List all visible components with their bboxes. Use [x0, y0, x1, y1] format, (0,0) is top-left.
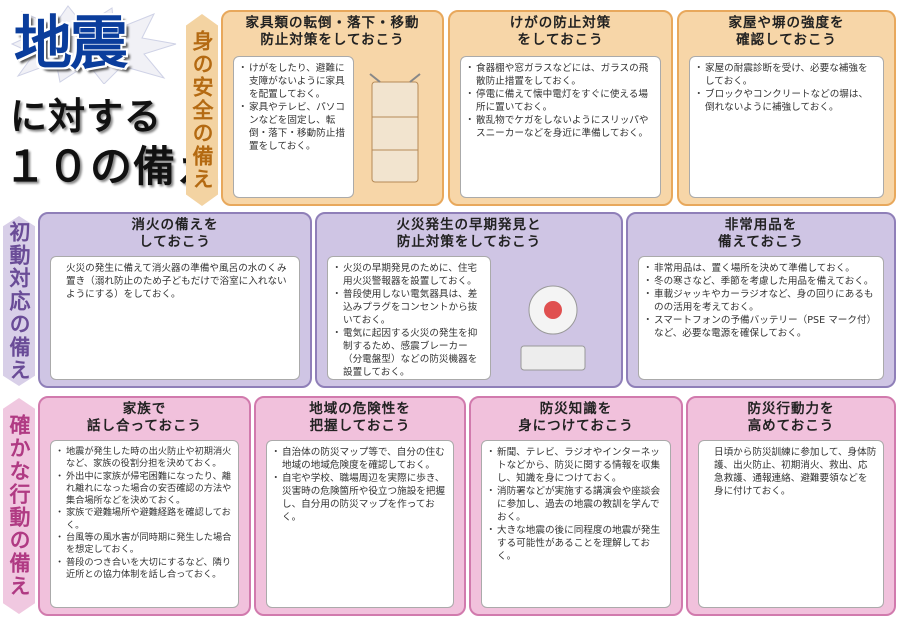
panel-family-discussion: 家族で 話し合っておこう 地震が発生した時の出火防止や初期消火など、家族の役割分… [38, 396, 251, 616]
section-label-initial-response: 初動対応の備え [3, 216, 35, 386]
list-item: 火災の早期発見のために、住宅用火災警報器を設置しておく。 [332, 262, 484, 288]
list-item: 普段のつき合いを大切にするなど、隣り近所との協力体制を話し合っておく。 [55, 557, 232, 582]
panel-furniture-fall-prevention: 家具類の転倒・落下・移動 防止対策をしておこう けがをしたり、避難に支障がないよ… [221, 10, 444, 206]
heading-line-1: 非常用品を [724, 217, 798, 233]
heading-line-1: 防災行動力を [747, 401, 835, 417]
list-item: 外出中に家族が帰宅困難になったり、離れ離れになった場合の安否確認の方法や集合場所… [55, 471, 232, 508]
list-item: 消防署などが実施する講演会や座談会に参加し、過去の地震の教訓を学んでおく。 [486, 485, 664, 524]
list-item: スマートフォンの予備バッテリー（PSE マーク付）など、必要な電源を確保しておく… [643, 314, 877, 340]
title-line-2: に対する [10, 95, 162, 138]
panel-heading: 火災発生の早期発見と 防止対策をしておこう [322, 214, 616, 251]
panel-injury-prevention: けがの防止対策 をしておこう 食器棚や窓ガラスなどには、ガラスの飛散防止措置をし… [448, 10, 673, 206]
list-item: 停電に備えて懐中電灯をすぐに使える場所に置いておく。 [465, 88, 654, 114]
panel-disaster-knowledge: 防災知識を 身につけておこう 新聞、テレビ、ラジオやインターネットなどから、防災… [469, 396, 683, 616]
list-item: 自宅や学校、職場周辺を実際に歩き、災害時の危険箇所や役立つ施設を把握し、自分用の… [271, 472, 447, 524]
panel-heading: 家屋や塀の強度を 確認しておこう [684, 12, 889, 49]
heading-line-1: 家具類の転倒・落下・移動 [245, 15, 420, 31]
heading-line-2: 備えておこう [718, 234, 804, 250]
heading-line-2: をしておこう [517, 32, 604, 48]
list-item: 大きな地震の後に同程度の地震が発生する可能性があることを理解しておく。 [486, 524, 664, 563]
panel-heading: 防災知識を 身につけておこう [476, 398, 676, 435]
panel-body: 地震が発生した時の出火防止や初期消火など、家族の役割分担を決めておく。 外出中に… [50, 440, 239, 608]
panel-disaster-action-skills: 防災行動力を 高めておこう 日頃から防災訓練に参加して、身体防護、出火防止、初期… [686, 396, 896, 616]
list-item: 自治体の防災マップ等で、自分の住む地域の地域危険度を確認しておく。 [271, 446, 447, 472]
heading-line-2: 話し合っておこう [87, 418, 202, 434]
list-item: 新聞、テレビ、ラジオやインターネットなどから、防災に関する情報を収集し、知識を身… [486, 446, 664, 485]
list-item: 台風等の風水害が同時期に発生した場合を想定しておく。 [55, 532, 232, 557]
heading-line-2: しておこう [139, 234, 211, 250]
heading-line-1: 防災知識を [539, 401, 613, 417]
heading-line-2: 身につけておこう [518, 418, 634, 434]
panel-body: 食器棚や窓ガラスなどには、ガラスの飛散防止措置をしておく。 停電に備えて懐中電灯… [460, 56, 661, 198]
title-line-1: 地震 [14, 9, 128, 77]
heading-line-1: 地域の危険性を [309, 401, 411, 417]
list-item: 電気に起因する火災の発生を抑制するため、感震ブレーカー（分電盤型）などの防災機器… [332, 327, 484, 379]
list-item: 普段使用しない電気器具は、差込みプラグをコンセントから抜いておく。 [332, 288, 484, 327]
heading-line-2: 防止対策をしておこう [396, 234, 542, 250]
list-item: けがをしたり、避難に支障がないように家具を配置しておく。 [238, 62, 347, 101]
list-item: 家屋の耐震診断を受け、必要な補強をしておく。 [694, 62, 877, 88]
list-item: 散乱物でケガをしないようにスリッパやスニーカーなどを身近に準備しておく。 [465, 114, 654, 140]
list-item: 家具やテレビ、パソコンなどを固定し、転倒・落下・移動防止措置をしておく。 [238, 101, 347, 153]
panel-local-risk: 地域の危険性を 把握しておこう 自治体の防災マップ等で、自分の住む地域の地域危険… [254, 396, 466, 616]
heading-line-1: 火災発生の早期発見と [396, 217, 542, 233]
list-item: 火災の発生に備えて消火器の準備や風呂の水のくみ置き（溺れ防止のため子どもだけで浴… [66, 263, 287, 300]
panel-body: 自治体の防災マップ等で、自分の住む地域の地域危険度を確認しておく。 自宅や学校、… [266, 440, 454, 608]
panel-heading: 非常用品を 備えておこう [633, 214, 889, 251]
section-label-personal-safety: 身の安全の備え [186, 14, 218, 206]
panel-heading: 防災行動力を 高めておこう [693, 398, 889, 435]
panel-body: 日頃から防災訓練に参加して、身体防護、出火防止、初期消火、救出、応急救護、通報連… [698, 440, 884, 608]
fire-alarm-illustration [520, 285, 586, 371]
panel-fire-extinguishing: 消火の備えを しておこう 火災の発生に備えて消火器の準備や風呂の水のくみ置き（溺… [38, 212, 312, 388]
panel-heading: 地域の危険性を 把握しておこう [261, 398, 459, 435]
starburst-background [10, 5, 177, 84]
panel-emergency-supplies: 非常用品を 備えておこう 非常用品は、置く場所を決めて準備しておく。 冬の寒さな… [626, 212, 896, 388]
heading-line-1: 消火の備えを [131, 217, 219, 233]
list-item: 日頃から防災訓練に参加して、身体防護、出火防止、初期消火、救出、応急救護、通報連… [714, 447, 877, 497]
list-item: 車載ジャッキやカーラジオなど、身の回りにあるものの活用を考えておく。 [643, 288, 877, 314]
heading-line-1: 家屋や塀の強度を [728, 15, 845, 31]
panel-heading: 家具類の転倒・落下・移動 防止対策をしておこう [228, 12, 437, 49]
section-label-sure-action: 確かな行動の備え [3, 398, 35, 614]
panel-heading: けがの防止対策 をしておこう [455, 12, 666, 49]
heading-line-2: 高めておこう [747, 418, 835, 434]
panel-body: 新聞、テレビ、ラジオやインターネットなどから、防災に関する情報を収集し、知識を身… [481, 440, 671, 608]
list-item: 非常用品は、置く場所を決めて準備しておく。 [643, 262, 877, 275]
panel-heading: 消火の備えを しておこう [45, 214, 305, 251]
heading-line-2: 防止対策をしておこう [260, 32, 405, 48]
list-item: 食器棚や窓ガラスなどには、ガラスの飛散防止措置をしておく。 [465, 62, 654, 88]
panel-house-wall-strength: 家屋や塀の強度を 確認しておこう 家屋の耐震診断を受け、必要な補強をしておく。 … [677, 10, 896, 206]
heading-line-1: けがの防止対策 [509, 15, 612, 31]
panel-body: 非常用品は、置く場所を決めて準備しておく。 冬の寒さなど、季節を考慮した用品を備… [638, 256, 884, 380]
heading-line-2: 把握しておこう [309, 418, 411, 434]
heading-line-1: 家族で [122, 401, 167, 417]
list-item: ブロックやコンクリートなどの塀は、倒れないように補強しておく。 [694, 88, 877, 114]
panel-body: 火災の発生に備えて消火器の準備や風呂の水のくみ置き（溺れ防止のため子どもだけで浴… [50, 256, 300, 380]
panel-body: 家屋の耐震診断を受け、必要な補強をしておく。 ブロックやコンクリートなどの塀は、… [689, 56, 884, 198]
list-item: 家族で避難場所や避難経路を確認しておく。 [55, 507, 232, 532]
title-line-3: １０の備え [4, 142, 220, 191]
panel-body: 火災の早期発見のために、住宅用火災警報器を設置しておく。 普段使用しない電気器具… [327, 256, 491, 380]
list-item: 地震が発生した時の出火防止や初期消火など、家族の役割分担を決めておく。 [55, 446, 232, 471]
heading-line-2: 確認しておこう [736, 32, 837, 48]
furniture-illustration [369, 73, 421, 183]
panel-heading: 家族で 話し合っておこう [45, 398, 244, 435]
panel-body: けがをしたり、避難に支障がないように家具を配置しておく。 家具やテレビ、パソコン… [233, 56, 354, 198]
panel-fire-early-detection: 火災発生の早期発見と 防止対策をしておこう 火災の早期発見のために、住宅用火災警… [315, 212, 623, 388]
list-item: 冬の寒さなど、季節を考慮した用品を備えておく。 [643, 275, 877, 288]
